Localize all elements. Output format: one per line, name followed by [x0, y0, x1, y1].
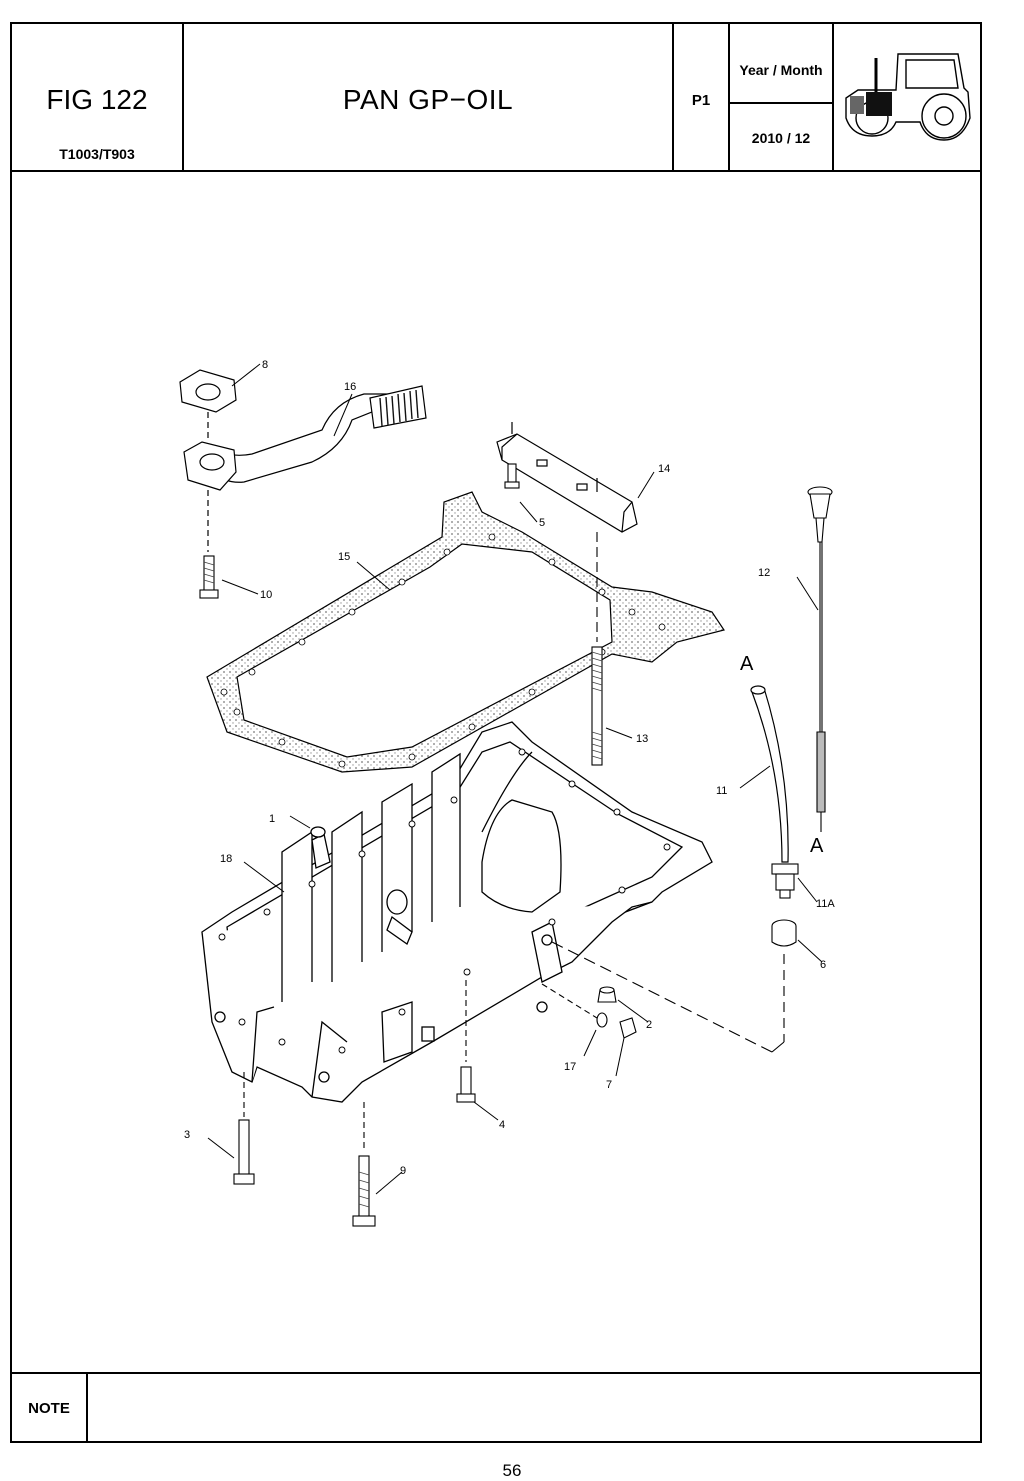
title-cell: PAN GP−OIL	[184, 24, 674, 170]
note-row: NOTE	[12, 1372, 980, 1443]
tube-fitting-11a	[771, 863, 799, 899]
callout-1: 1	[269, 813, 275, 825]
callout-14: 14	[658, 463, 670, 475]
dipstick	[807, 486, 833, 832]
model-code: T1003/T903	[59, 146, 135, 162]
drain-plug-2	[597, 986, 617, 1003]
callout-9: 9	[400, 1165, 406, 1177]
callout-15: 15	[338, 551, 350, 563]
oil-pickup-tube	[179, 369, 427, 552]
callout-17: 17	[564, 1061, 576, 1073]
page-code: P1	[691, 92, 711, 109]
stiffener-bracket	[496, 422, 638, 533]
figure-cell: FIG 122 T1003/T903	[12, 24, 184, 170]
reference-a-top: A	[740, 653, 754, 675]
tractor-icon	[845, 53, 971, 141]
bolt-3	[233, 1072, 255, 1185]
callout-6: 6	[820, 959, 826, 971]
callout-11a: 11A	[816, 898, 835, 910]
callout-13: 13	[636, 733, 648, 745]
callout-3: 3	[184, 1129, 190, 1141]
oil-pan-gasket	[206, 491, 725, 773]
exploded-parts-diagram: 8 16 14 5 10 15 12 13 11 1 18 11A 6 2 17…	[179, 359, 835, 1227]
page-number: 56	[502, 1461, 522, 1480]
callout-7: 7	[606, 1079, 612, 1091]
callout-18: 18	[220, 853, 232, 865]
page-title: PAN GP−OIL	[342, 84, 514, 115]
figure-number: FIG 122	[46, 84, 148, 115]
callouts: 8 16 14 5 10 15 12 13 11 1 18 11A 6 2 17…	[184, 359, 835, 1177]
note-label: NOTE	[12, 1374, 88, 1443]
callout-8: 8	[262, 359, 268, 371]
callout-11: 11	[716, 785, 727, 797]
year-month-divider	[730, 102, 832, 104]
stud-13	[591, 532, 603, 766]
year-month-cell: Year / Month 2010 / 12	[730, 24, 834, 170]
callout-12: 12	[758, 567, 770, 579]
bolt-9	[352, 1102, 376, 1227]
leader-lines	[207, 363, 823, 1195]
callout-4: 4	[499, 1119, 505, 1131]
dipstick-tube	[750, 685, 789, 863]
callout-2: 2	[646, 1019, 652, 1031]
bolt-4	[456, 980, 476, 1103]
bolt-10	[199, 555, 219, 599]
drain-plug-7	[541, 983, 637, 1039]
bolt-5	[504, 463, 520, 489]
callout-10: 10	[260, 589, 272, 601]
page-code-cell: P1	[674, 24, 730, 170]
page-frame: FIG 122 T1003/T903 PAN GP−OIL P1 Year / …	[10, 22, 982, 1443]
year-month-label: Year / Month	[739, 62, 823, 78]
callout-16: 16	[344, 381, 356, 393]
year-month-value: 2010 / 12	[751, 130, 811, 146]
callout-5: 5	[539, 517, 545, 529]
tractor-cell	[834, 24, 980, 170]
reference-a-bottom: A	[810, 835, 824, 857]
header-block: FIG 122 T1003/T903 PAN GP−OIL P1 Year / …	[12, 24, 980, 172]
seal-6	[551, 919, 797, 1053]
oil-pan	[201, 721, 713, 1103]
